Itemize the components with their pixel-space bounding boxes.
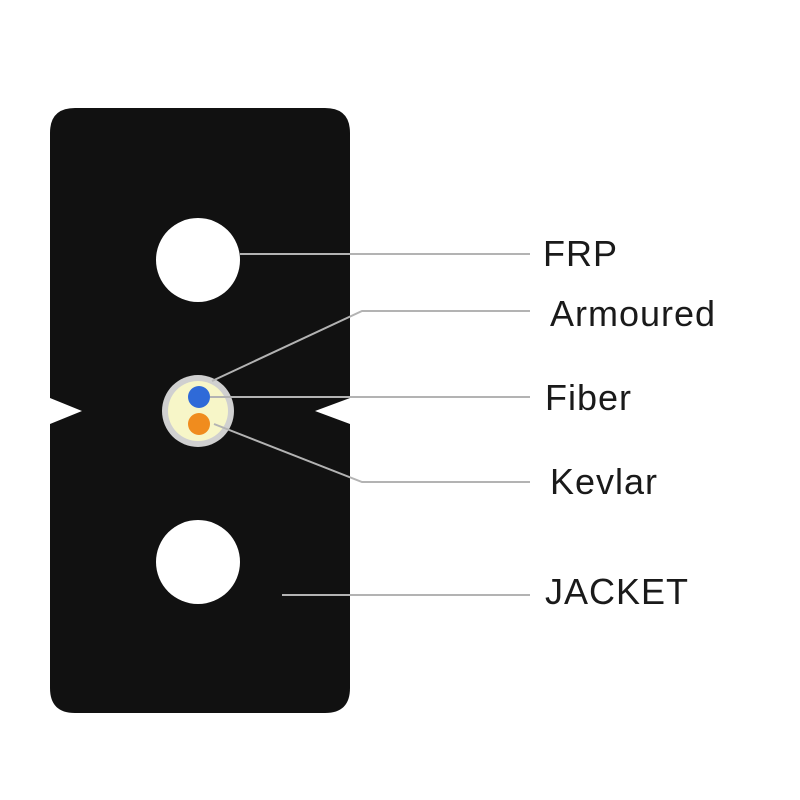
label-kevlar: Kevlar xyxy=(550,461,658,502)
label-fiber: Fiber xyxy=(545,377,632,418)
label-frp: FRP xyxy=(543,233,618,274)
frp-top-member xyxy=(156,218,240,302)
fiber-orange xyxy=(188,413,210,435)
leader-line-kevlar xyxy=(213,423,530,483)
fiber-blue xyxy=(188,386,210,408)
label-armoured: Armoured xyxy=(550,293,716,334)
frp-bottom-member xyxy=(156,520,240,604)
leader-line-armoured xyxy=(211,310,530,382)
label-jacket: JACKET xyxy=(545,571,689,612)
